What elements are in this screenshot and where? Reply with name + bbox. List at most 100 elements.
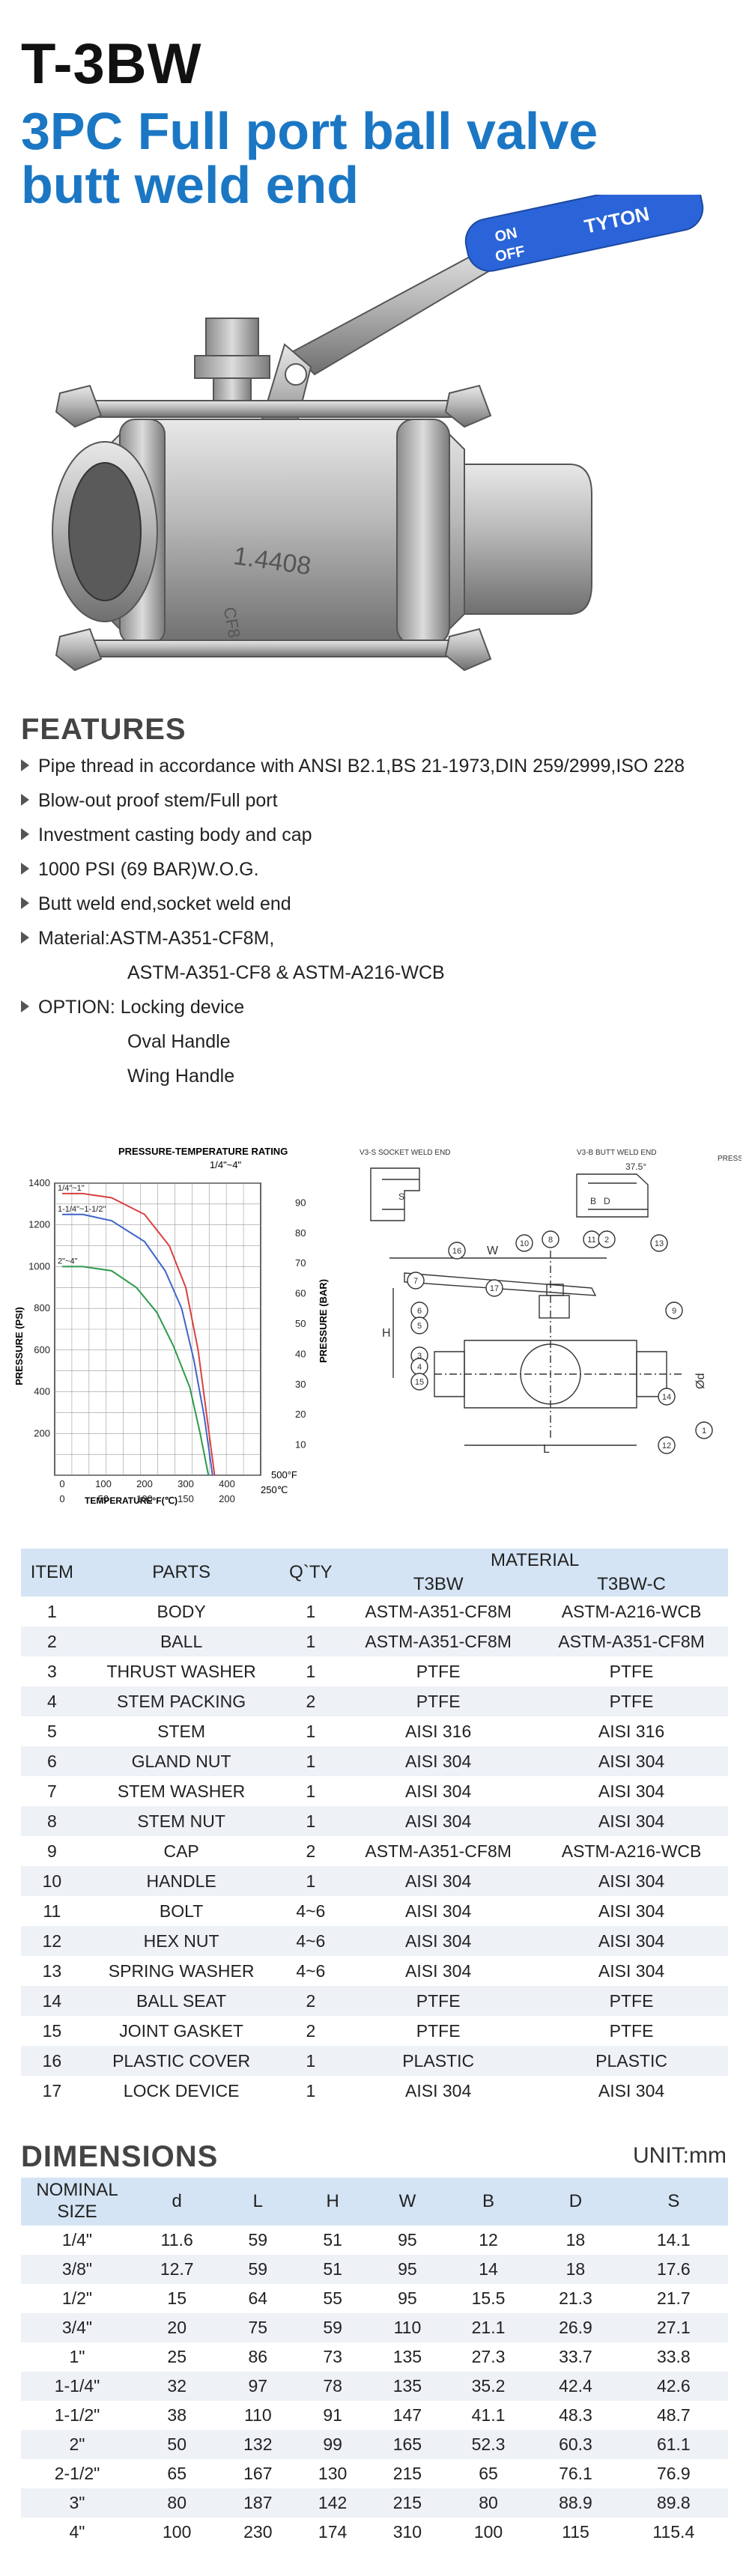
dim-value: 18 — [532, 2255, 619, 2284]
dim-value: 78 — [295, 2372, 371, 2401]
feature-item: ASTM-A351-CF8 & ASTM-A216-WCB — [21, 956, 725, 990]
feature-text: Investment casting body and cap — [38, 824, 312, 845]
part-name: BODY — [157, 1601, 206, 1621]
dim-value: 55 — [323, 2288, 342, 2308]
dim-value: 14.1 — [656, 2230, 691, 2250]
dim-value: 41.1 — [471, 2405, 506, 2425]
quantity: 1 — [306, 2080, 316, 2100]
dim-value: 95 — [398, 2288, 417, 2308]
callout-circle — [485, 1279, 503, 1297]
dim-b-label: B — [590, 1196, 596, 1206]
header-parts: PARTS — [82, 1549, 280, 1597]
quantity: 1 — [306, 1721, 316, 1741]
dim-s-label: S — [398, 1191, 404, 1202]
part-name: BALL — [82, 1626, 280, 1656]
dim-value: 52.3 — [444, 2430, 533, 2459]
dim-value: 80 — [133, 2488, 221, 2518]
dim-value: 100 — [163, 2522, 192, 2542]
dim-value: 165 — [370, 2430, 445, 2459]
nominal-size: 4" — [69, 2522, 85, 2542]
dim-value: 12.7 — [133, 2255, 221, 2284]
dim-value: 38 — [167, 2405, 187, 2425]
y-right-tick-label: 40 — [295, 1348, 306, 1359]
callout-number: 3 — [417, 1352, 422, 1361]
dim-l-label: L — [543, 1443, 550, 1456]
dim-value: 17.6 — [619, 2255, 728, 2284]
dim-value: 60.3 — [532, 2430, 619, 2459]
callout-circle — [542, 1230, 560, 1248]
part-name: HEX NUT — [82, 1926, 280, 1956]
material-t3bw: PLASTIC — [342, 2046, 536, 2076]
dim-value: 135 — [392, 2347, 422, 2366]
x-tick-label-c: 150 — [178, 1493, 194, 1504]
dim-value: 65 — [167, 2464, 187, 2483]
handle-grip — [464, 195, 704, 272]
nominal-size: 1/2" — [61, 2288, 93, 2308]
dim-value: 42.4 — [532, 2372, 619, 2401]
nominal-size: 1/4" — [61, 2230, 93, 2250]
feature-text: Pipe thread in accordance with ANSI B2.1… — [38, 756, 685, 777]
callout-circle — [650, 1234, 668, 1252]
dim-value: 97 — [220, 2372, 296, 2401]
material-t3bw: PTFE — [342, 1986, 536, 2016]
callout-number: 14 — [662, 1393, 671, 1402]
bullet-icon — [21, 828, 29, 841]
callout-circle — [515, 1234, 533, 1252]
callout-circle — [695, 1421, 713, 1439]
dim-header: d — [133, 2178, 221, 2226]
material-t3bwc: AISI 304 — [598, 1901, 665, 1921]
dim-value: 59 — [295, 2313, 371, 2342]
dim-value: 147 — [392, 2405, 422, 2425]
nominal-size: 3/4" — [21, 2313, 133, 2342]
dim-header: B — [444, 2178, 533, 2226]
feature-item: Investment casting body and cap — [21, 818, 725, 852]
y-tick-label: 1200 — [28, 1219, 50, 1230]
callout-number: 10 — [520, 1239, 529, 1248]
callout-number: 11 — [587, 1236, 595, 1245]
series-line — [62, 1192, 216, 1476]
quantity: 2 — [279, 1686, 342, 1716]
dim-value: 51 — [323, 2230, 342, 2250]
dim-value: 33.7 — [559, 2347, 592, 2366]
item-number: 1 — [46, 1601, 57, 1621]
item-number: 6 — [21, 1746, 83, 1776]
unit-label: UNIT:mm — [633, 2143, 727, 2168]
material-t3bwc: AISI 304 — [598, 2080, 665, 2100]
quantity: 4~6 — [296, 1901, 326, 1921]
y-right-tick-label: 80 — [295, 1227, 306, 1239]
callout-circle — [658, 1388, 676, 1406]
material-t3bwc: PTFE — [609, 1661, 654, 1681]
material-t3bwc: ASTM-A216-WCB — [561, 1841, 702, 1861]
dim-value: 115.4 — [652, 2522, 695, 2542]
x-tick-label-c: 200 — [219, 1493, 235, 1504]
y-tick-label: 1400 — [28, 1177, 50, 1188]
legend-label: 2"~4" — [58, 1257, 78, 1266]
pressure-temperature-chart: PRESSURE-TEMPERATURE RATING 1/4"~4" PRES… — [13, 1146, 329, 1506]
quantity: 1 — [306, 1781, 316, 1801]
item-number: 13 — [42, 1960, 62, 1981]
bullet-icon — [21, 759, 29, 772]
bullet-icon — [21, 932, 29, 944]
dim-value: 14 — [444, 2255, 533, 2284]
quantity: 4~6 — [296, 1960, 326, 1981]
subtitle-line-1: 3PC Full port ball valve — [21, 102, 598, 160]
dim-value: 76.9 — [656, 2464, 691, 2483]
dim-value: 80 — [444, 2488, 533, 2518]
callout-circle — [410, 1373, 428, 1391]
feature-text: Wing Handle — [127, 1066, 235, 1087]
dim-value: 75 — [220, 2313, 296, 2342]
dim-value: 11.6 — [160, 2230, 193, 2250]
callout-number: 8 — [548, 1236, 553, 1245]
part-name: STEM WASHER — [117, 1781, 246, 1801]
y-right-tick-label: 50 — [295, 1318, 306, 1329]
dim-d-label: Ød — [694, 1373, 707, 1389]
material-t3bw: PTFE — [342, 1686, 536, 1716]
material-t3bw: ASTM-A351-CF8M — [342, 1626, 536, 1656]
item-number: 2 — [21, 1626, 83, 1656]
